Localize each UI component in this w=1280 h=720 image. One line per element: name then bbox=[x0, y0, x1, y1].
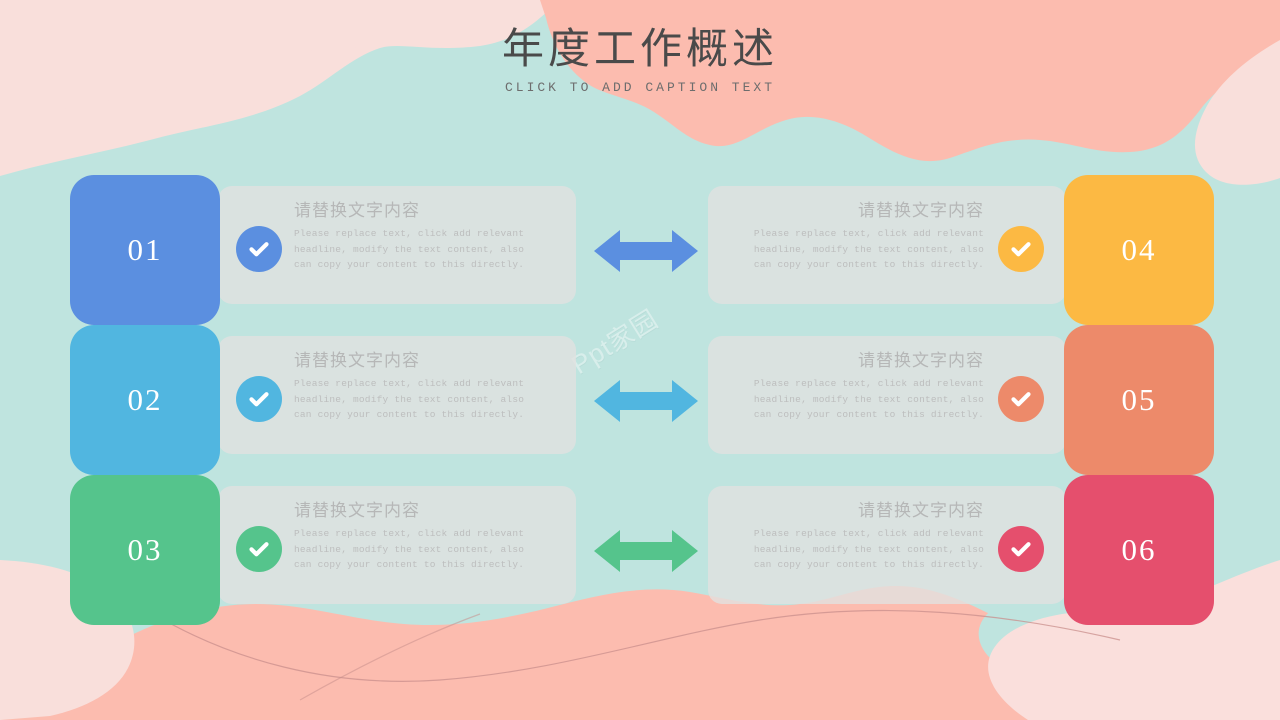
number-tile-02[interactable]: 02 bbox=[70, 325, 220, 475]
card-body: Please replace text, click add relevant … bbox=[294, 528, 525, 571]
page-subtitle: CLICK TO ADD CAPTION TEXT bbox=[504, 80, 776, 96]
number-tile-04[interactable]: 04 bbox=[1064, 175, 1214, 325]
card-body: Please replace text, click add relevant … bbox=[753, 228, 984, 271]
decorative-curve-line-2 bbox=[299, 613, 481, 701]
card-heading: 请替换文字内容 bbox=[858, 501, 984, 520]
check-circle-icon bbox=[998, 526, 1044, 572]
double-arrow-row-3 bbox=[594, 528, 698, 574]
tile-number: 05 bbox=[1121, 382, 1157, 417]
number-tile-06[interactable]: 06 bbox=[1064, 475, 1214, 625]
card-body: Please replace text, click add relevant … bbox=[753, 378, 984, 421]
card-text-block: 请替换文字内容 Please replace text, click add r… bbox=[294, 201, 526, 273]
blob-bottom-salmon bbox=[0, 586, 1280, 720]
number-tile-01[interactable]: 01 bbox=[70, 175, 220, 325]
tile-number: 03 bbox=[127, 532, 163, 567]
card-02[interactable]: 02 请替换文字内容 Please replace text, click ad… bbox=[70, 325, 576, 475]
card-heading: 请替换文字内容 bbox=[294, 351, 420, 370]
content-row: 03 请替换文字内容 Please replace text, click ad… bbox=[0, 475, 1280, 625]
decorative-curve-line bbox=[149, 609, 1121, 682]
blob-top-left-pink-2 bbox=[0, 0, 380, 120]
card-05[interactable]: 05 请替换文字内容 Please replace text, click ad… bbox=[704, 325, 1214, 475]
card-text-block: 请替换文字内容 Please replace text, click add r… bbox=[752, 501, 984, 573]
card-03[interactable]: 03 请替换文字内容 Please replace text, click ad… bbox=[70, 475, 576, 625]
double-arrow-row-2 bbox=[594, 378, 698, 424]
card-text-block: 请替换文字内容 Please replace text, click add r… bbox=[752, 201, 984, 273]
page-title: 年度工作概述 bbox=[501, 27, 778, 73]
blob-top-right-salmon bbox=[540, 0, 1280, 162]
tile-number: 04 bbox=[1121, 232, 1157, 267]
card-text-block: 请替换文字内容 Please replace text, click add r… bbox=[294, 501, 526, 573]
number-tile-03[interactable]: 03 bbox=[70, 475, 220, 625]
card-body: Please replace text, click add relevant … bbox=[294, 378, 525, 421]
card-06[interactable]: 06 请替换文字内容 Please replace text, click ad… bbox=[704, 475, 1214, 625]
card-text-block: 请替换文字内容 Please replace text, click add r… bbox=[294, 351, 526, 423]
blob-top-right-pale bbox=[1194, 40, 1280, 185]
card-text-block: 请替换文字内容 Please replace text, click add r… bbox=[752, 351, 984, 423]
check-circle-icon bbox=[236, 526, 282, 572]
card-body: Please replace text, click add relevant … bbox=[753, 528, 984, 571]
content-row: 02 请替换文字内容 Please replace text, click ad… bbox=[0, 325, 1280, 475]
card-heading: 请替换文字内容 bbox=[294, 201, 420, 220]
tile-number: 06 bbox=[1121, 532, 1157, 567]
card-body: Please replace text, click add relevant … bbox=[294, 228, 525, 271]
tile-number: 02 bbox=[127, 382, 163, 417]
card-01[interactable]: 01 请替换文字内容 Please replace text, click ad… bbox=[70, 175, 576, 325]
content-row: 01 请替换文字内容 Please replace text, click ad… bbox=[0, 175, 1280, 325]
card-heading: 请替换文字内容 bbox=[294, 501, 420, 520]
check-circle-icon bbox=[998, 226, 1044, 272]
check-circle-icon bbox=[236, 376, 282, 422]
slide-header: 年度工作概述 CLICK TO ADD CAPTION TEXT bbox=[0, 26, 1280, 95]
card-heading: 请替换文字内容 bbox=[858, 201, 984, 220]
number-tile-05[interactable]: 05 bbox=[1064, 325, 1214, 475]
card-04[interactable]: 04 请替换文字内容 Please replace text, click ad… bbox=[704, 175, 1214, 325]
check-circle-icon bbox=[236, 226, 282, 272]
check-circle-icon bbox=[998, 376, 1044, 422]
card-heading: 请替换文字内容 bbox=[858, 351, 984, 370]
double-arrow-row-1 bbox=[594, 228, 698, 274]
tile-number: 01 bbox=[127, 232, 163, 267]
